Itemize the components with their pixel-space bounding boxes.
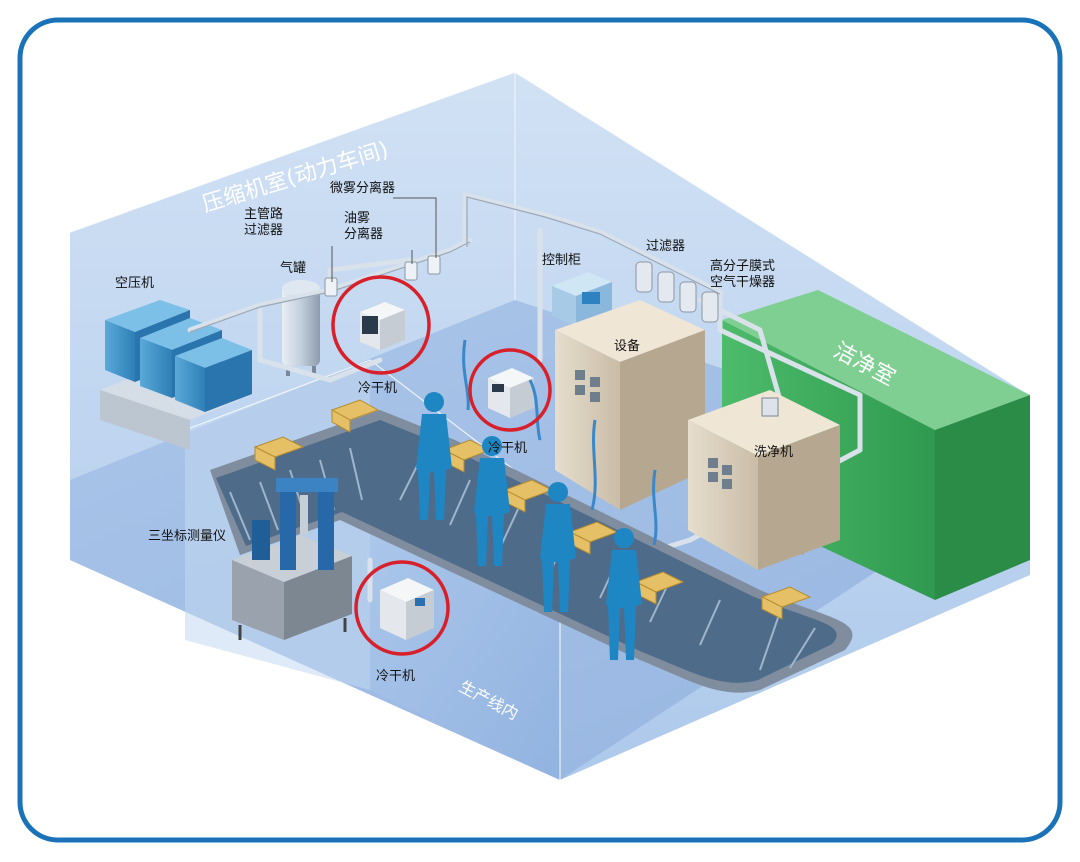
outer-frame [17,17,1063,843]
air-hoses [462,339,658,546]
equipment-machine [555,300,705,510]
label-control-cabinet: 控制柜 [542,253,581,268]
label-dryer-1: 冷干机 [358,381,397,396]
clean-room-side [935,395,1030,600]
dryer-unit-3 [380,578,434,640]
label-cmm: 三坐标测量仪 [148,529,226,544]
label-dryer-2: 冷干机 [488,441,527,456]
label-micro-mist-separator: 微雾分离器 [330,180,395,196]
label-air-compressor: 空压机 [115,276,154,291]
label-line: 主管路 [244,206,283,222]
highlight-ring-dryer-3 [354,560,450,656]
air-compressors [100,300,252,450]
label-oil-mist-separator: 油雾分离器 [344,211,383,242]
label-dryer-3: 冷干机 [376,669,415,684]
label-line: 空气干燥器 [710,274,775,290]
label-air-tank: 气罐 [280,260,306,276]
dryer-unit-1 [360,302,405,350]
label-equipment: 设备 [614,338,640,354]
workers [416,392,642,660]
label-filter: 过滤器 [646,239,685,254]
label-line: 过滤器 [244,223,283,238]
dryer-unit-2 [488,368,534,418]
highlight-ring-dryer-2 [468,348,552,432]
label-main-line-filter: 主管路过滤器 [244,206,283,238]
clean-room-top [722,290,1030,430]
highlight-ring-dryer-1 [331,275,431,375]
label-line: 油雾 [344,211,370,226]
membrane-filters [635,261,719,323]
label-line: 高分子膜式 [710,258,775,274]
label-washer: 洗净机 [754,445,793,460]
label-line: 分离器 [344,226,383,242]
label-membrane-dryer: 高分子膜式空气干燥器 [710,258,775,290]
leader-lines [331,197,437,282]
partition-edges [184,359,561,780]
cmm-machine [232,478,352,640]
filter-units [324,255,441,297]
washer-machine [688,390,840,570]
